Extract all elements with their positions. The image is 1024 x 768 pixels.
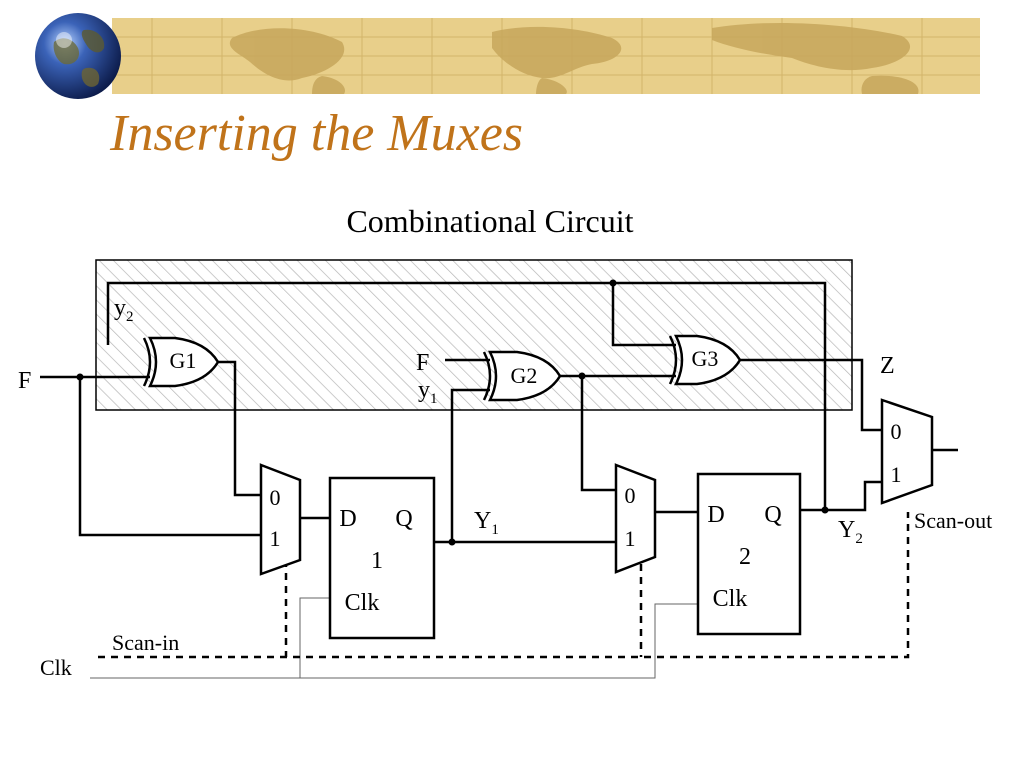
world-map-pattern: [112, 18, 980, 94]
muxes: [259, 398, 934, 576]
ff2-id-label: 2: [739, 544, 751, 570]
signal-f-inner: F: [416, 350, 429, 376]
scan-out-label: Scan-out: [914, 508, 992, 533]
mux-2: [614, 463, 657, 574]
mux-2-in1-label: 1: [625, 526, 636, 551]
ff1-q-label: Q: [395, 506, 412, 532]
ff1-d-label: D: [339, 506, 356, 532]
signal-f-outer: F: [18, 368, 31, 394]
ff1-id-label: 1: [371, 548, 383, 574]
ff2-clk-label: Clk: [713, 586, 748, 612]
xor-gate-g2: [487, 350, 562, 402]
combinational-block: [95, 259, 853, 411]
flipflop-2: [696, 472, 802, 636]
mux-1: [259, 463, 302, 576]
scan-chain-diagram: Combinational Circuit: [18, 203, 992, 680]
gate-label-g1: G1: [170, 348, 197, 373]
ff2-q-label: Q: [764, 502, 781, 528]
flipflops: [328, 472, 802, 640]
signal-y2-small: y2: [114, 295, 134, 325]
flipflop-1: [328, 476, 436, 640]
mux-3-in1-label: 1: [891, 462, 902, 487]
gate-label-g3: G3: [692, 346, 719, 371]
signal-Y1: Y1: [474, 508, 499, 538]
globe-icon: [35, 13, 121, 99]
scan-chain-wires: [98, 512, 910, 659]
signal-Y2: Y2: [838, 517, 863, 547]
header-banner: [112, 18, 980, 94]
mux-3: [880, 398, 934, 505]
junctions: [76, 279, 829, 546]
block-label: Combinational Circuit: [346, 203, 633, 239]
slide-title: Inserting the Muxes: [110, 105, 524, 162]
mux-2-in0-label: 0: [625, 483, 636, 508]
scan-in-label: Scan-in: [112, 630, 179, 655]
ff2-d-label: D: [707, 502, 724, 528]
gates: [142, 334, 742, 402]
xor-gate-g1: [147, 336, 220, 388]
mux-1-in1-label: 1: [270, 526, 281, 551]
gate-label-g2: G2: [511, 363, 538, 388]
mux-1-in0-label: 0: [270, 485, 281, 510]
signal-z: Z: [880, 353, 895, 379]
mux-3-in0-label: 0: [891, 419, 902, 444]
signal-y1-small: y1: [418, 377, 438, 407]
clock-wires: [90, 597, 698, 679]
ff1-clk-label: Clk: [345, 590, 380, 616]
xor-gate-g3: [673, 334, 742, 386]
clk-input-label: Clk: [40, 655, 72, 680]
